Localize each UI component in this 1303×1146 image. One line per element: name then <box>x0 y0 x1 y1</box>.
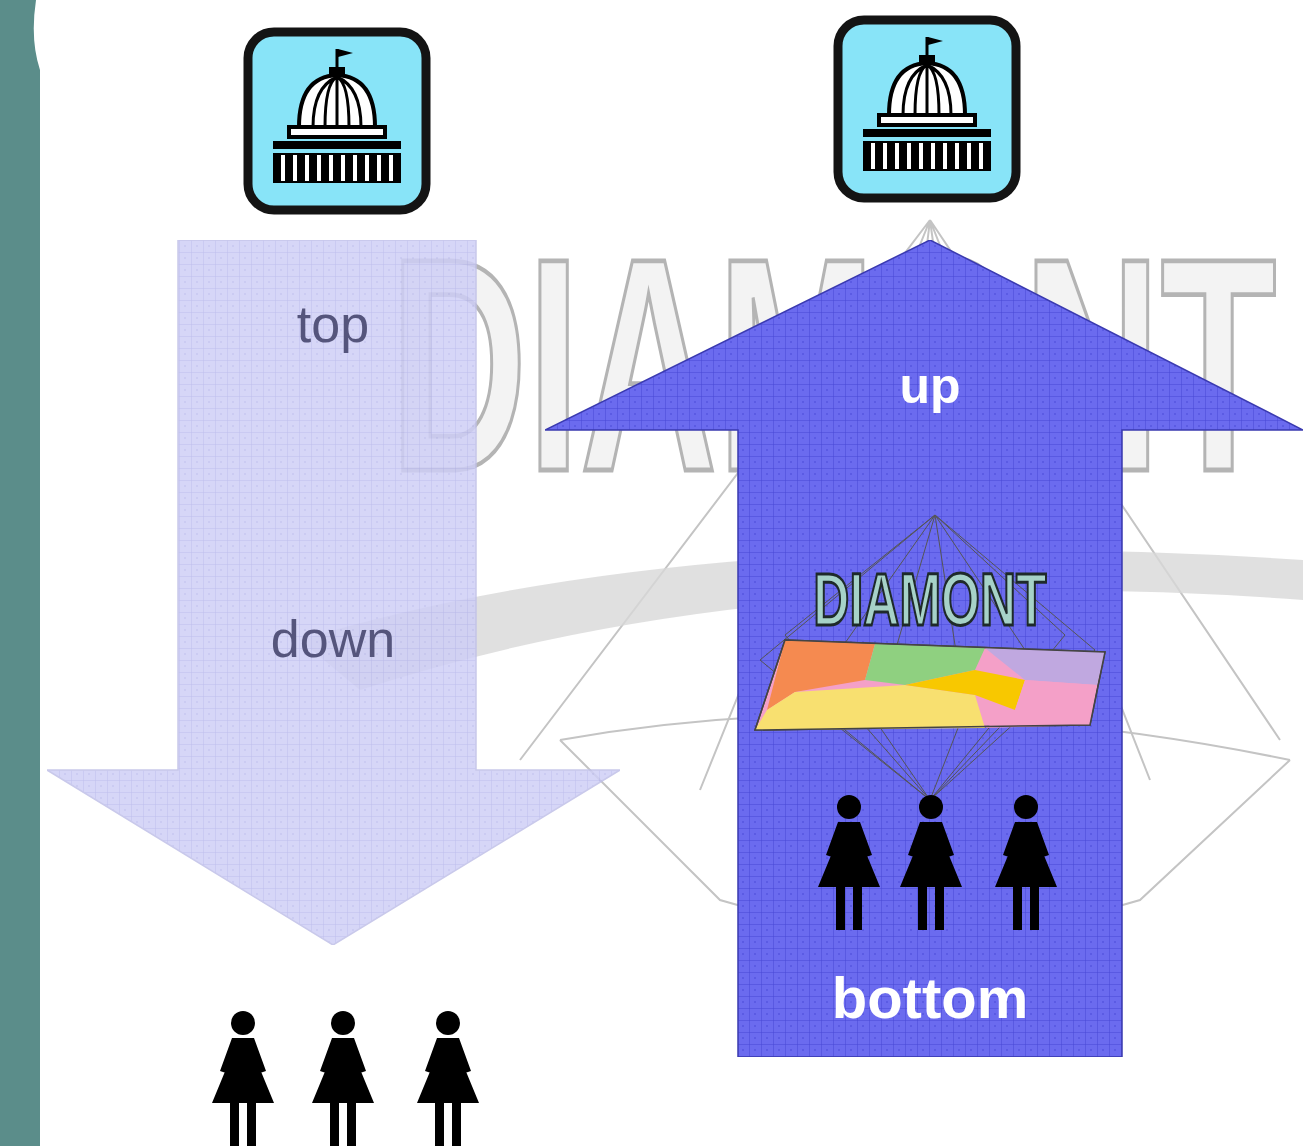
arrow-label: up <box>899 358 960 416</box>
arrow-label: down <box>271 610 395 670</box>
down-arrow: top down <box>47 240 620 945</box>
arrow-label: bottom <box>832 965 1029 1032</box>
logo-text: DIAMONT <box>813 562 1046 637</box>
up-arrow: up bottom DIAMONT <box>545 240 1303 1057</box>
arrow-label: top <box>297 295 369 355</box>
